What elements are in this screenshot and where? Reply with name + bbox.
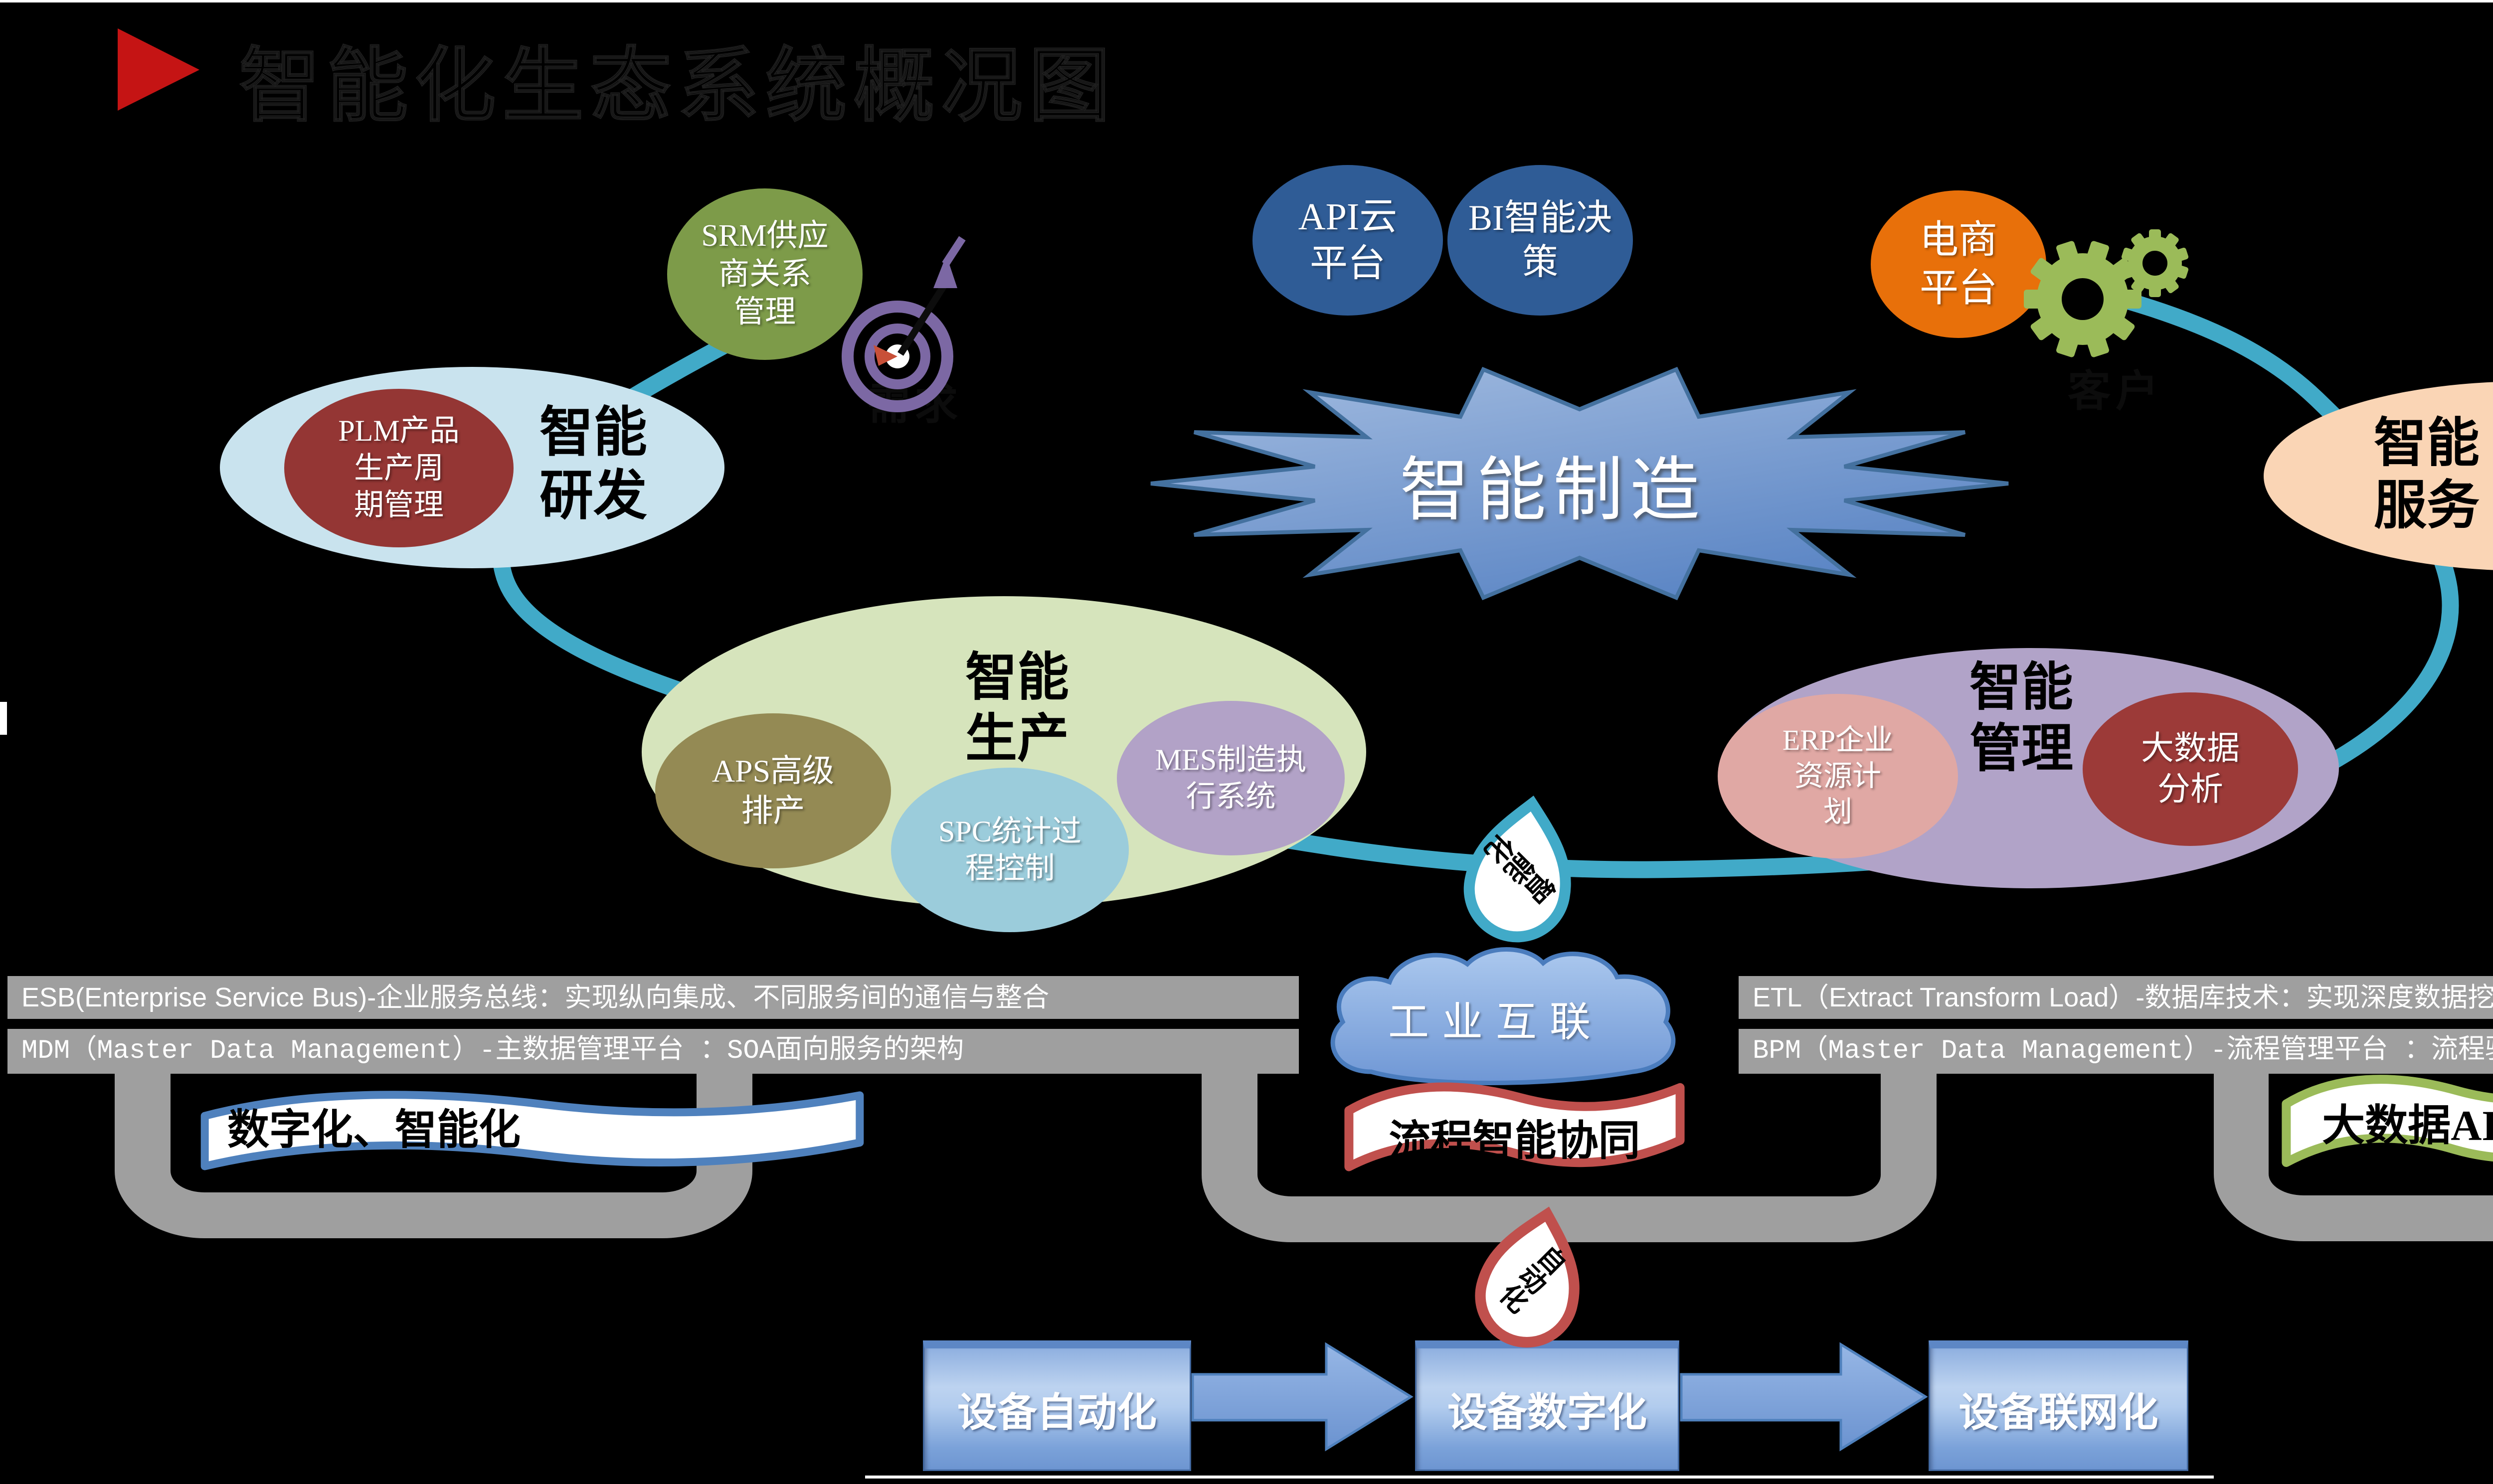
esb-info-bar: ESB(Enterprise Service Bus)-企业服务总线：实现纵向集… — [7, 976, 1299, 1019]
smartization-text: 智能化 — [1481, 826, 1563, 908]
mdm-info-bar: MDM（Master Data Management）-主数据管理平台 ：SOA… — [7, 1029, 1299, 1074]
title-marker-triangle — [118, 28, 199, 111]
plm-ellipse: PLM产品 生产周 期管理 — [284, 389, 514, 547]
smart-management-title: 智能 管理 — [1929, 652, 2114, 786]
bigdata-label: 大数据 分析 — [2141, 730, 2240, 808]
mdm-info-text: MDM（Master Data Management）-主数据管理平台 ：SOA… — [21, 1036, 964, 1066]
spc-ellipse: SPC统计过 程控制 — [891, 768, 1129, 932]
smartization-label: 智能化 — [1451, 797, 1593, 938]
smart-service-title: 智能 服务 — [2349, 402, 2493, 547]
device-automation-box: 设备自动化 — [923, 1340, 1191, 1471]
smart-management-title-text: 智能 管理 — [1969, 659, 2073, 778]
gears-icon — [2024, 229, 2189, 357]
customer-label-text: 客户 — [2068, 367, 2163, 415]
process-banner-text: 流程智能协同 — [1389, 1118, 1640, 1164]
demand-label: 需求 — [850, 375, 980, 428]
api-cloud-label: API云 平台 — [1298, 195, 1398, 285]
smart-service-title-text: 智能 服务 — [2374, 414, 2480, 535]
digital-banner-label: 数字化、智能化 — [214, 1103, 534, 1158]
srm-ellipse: SRM供应 商关系 管理 — [667, 188, 863, 360]
smart-production-title: 智能 生产 — [920, 644, 1114, 774]
mes-ellipse: MES制造执 行系统 — [1117, 701, 1345, 855]
page-title: 智能化生态系统概况图 — [239, 20, 1286, 132]
left-edge-mark — [0, 702, 7, 735]
industrial-cloud-label: 工业互联 — [1369, 993, 1623, 1052]
srm-label: SRM供应 商关系 管理 — [701, 218, 829, 330]
bpm-info-text: BPM（Master Data Management）-流程管理平台 ：流程驱动… — [1753, 1036, 2493, 1066]
top-border-line — [0, 0, 2493, 2]
device-networking-box: 设备联网化 — [1929, 1340, 2188, 1471]
trough-right — [2214, 1071, 2493, 1241]
smart-rd-title: 智能 研发 — [519, 395, 668, 534]
bpm-info-bar: BPM（Master Data Management）-流程管理平台 ：流程驱动… — [1739, 1029, 2493, 1074]
spc-label: SPC统计过 程控制 — [938, 815, 1081, 885]
bi-decision-ellipse: BI智能决 策 — [1447, 165, 1633, 316]
aps-ellipse: APS高级 排产 — [655, 713, 891, 868]
flow-arrow-icon-2 — [1680, 1342, 1928, 1452]
plm-label: PLM产品 生产周 期管理 — [338, 414, 460, 522]
bi-decision-label: BI智能决 策 — [1468, 197, 1612, 282]
bigdata-banner-text: 大数据AI决策 — [2322, 1101, 2493, 1150]
device-digitalization-label: 设备数字化 — [1447, 1391, 1647, 1435]
esb-info-text: ESB(Enterprise Service Bus)-企业服务总线：实现纵向集… — [21, 983, 1050, 1012]
demand-label-text: 需求 — [867, 380, 963, 428]
device-automation-label: 设备自动化 — [957, 1391, 1157, 1435]
bigdata-banner-label: 大数据AI决策 — [2321, 1098, 2493, 1154]
bigdata-ellipse: 大数据 分析 — [2083, 692, 2298, 846]
page-title-text: 智能化生态系统概况图 — [239, 40, 1117, 132]
flow-arrow-icon-1 — [1191, 1342, 1414, 1452]
mes-label: MES制造执 行系统 — [1155, 743, 1307, 813]
smart-production-title-text: 智能 生产 — [965, 649, 1069, 768]
smart-manufacturing-star-label: 智能制造 — [1359, 449, 1748, 533]
bottom-border-line — [865, 1476, 2214, 1479]
smart-rd-title-text: 智能 研发 — [539, 403, 647, 526]
erp-label: ERP企业 资源计 划 — [1782, 724, 1894, 828]
device-networking-label: 设备联网化 — [1959, 1391, 2158, 1435]
automation-text: 自动化 — [1492, 1238, 1571, 1317]
api-cloud-ellipse: API云 平台 — [1252, 165, 1443, 316]
ecommerce-ellipse: 电商 平台 — [1871, 190, 2046, 338]
etl-info-text: ETL（Extract Transform Load）-数据库技术：实现深度数据… — [1753, 983, 2493, 1012]
digital-banner-text: 数字化、智能化 — [227, 1107, 521, 1154]
customer-label: 客户 — [2048, 362, 2183, 415]
industrial-cloud-text: 工业互联 — [1388, 999, 1603, 1045]
process-banner-label: 流程智能协同 — [1379, 1114, 1650, 1169]
device-digitalization-box: 设备数字化 — [1415, 1340, 1679, 1471]
erp-ellipse: ERP企业 资源计 划 — [1718, 694, 1958, 858]
smart-manufacturing-text: 智能制造 — [1399, 452, 1707, 530]
etl-info-bar: ETL（Extract Transform Load）-数据库技术：实现深度数据… — [1739, 976, 2493, 1019]
ecommerce-label: 电商 平台 — [1919, 218, 1997, 310]
aps-label: APS高级 排产 — [712, 753, 835, 828]
